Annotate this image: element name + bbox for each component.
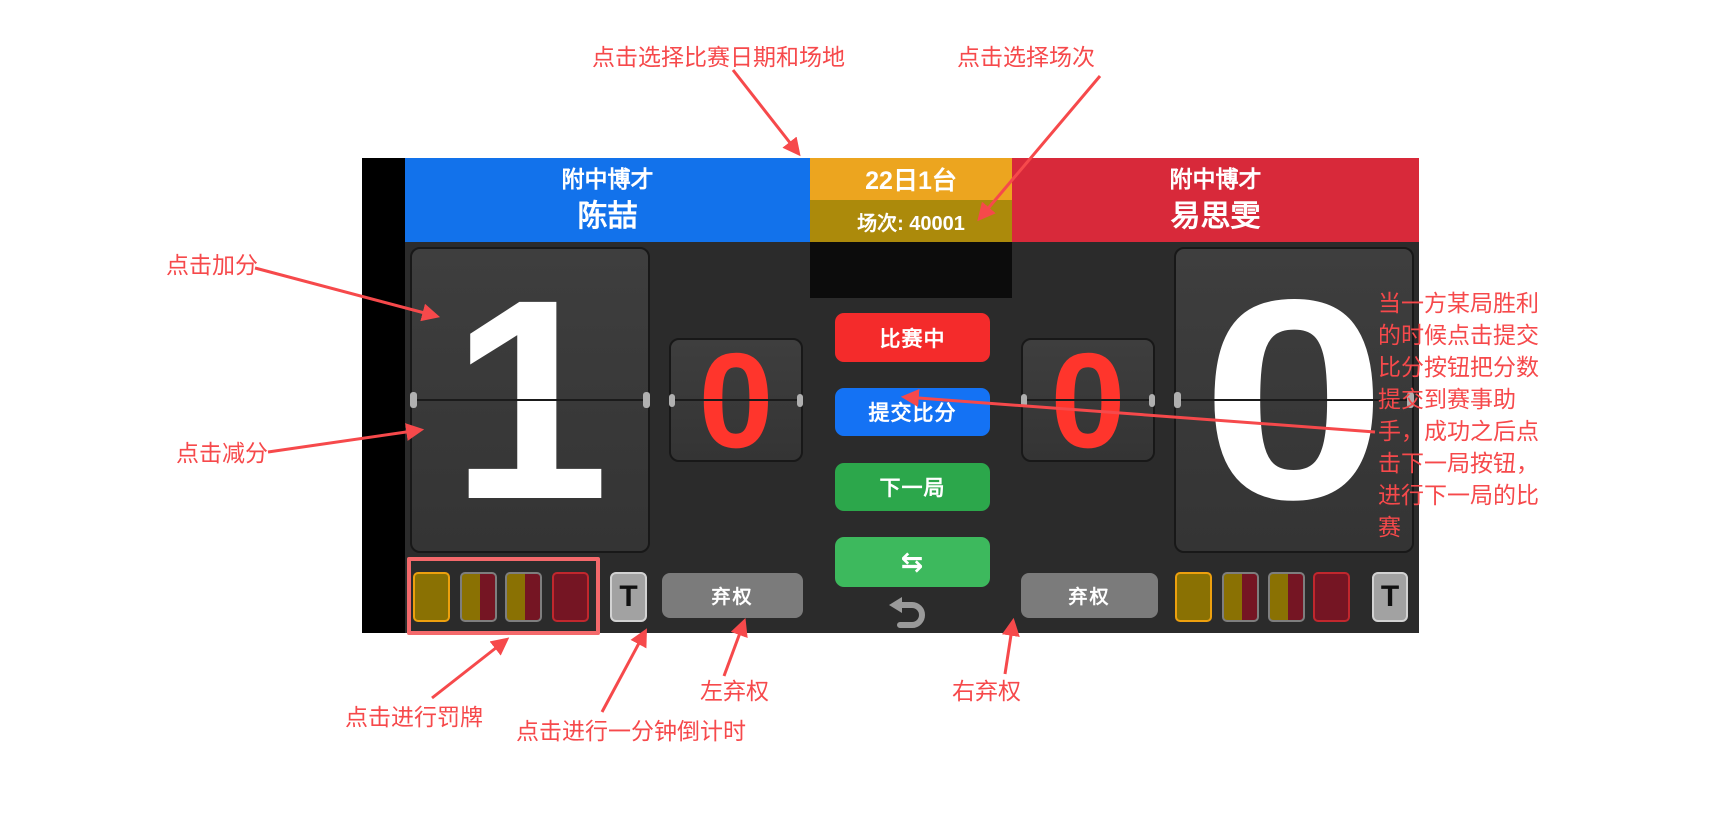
session-label: 场次: 40001 bbox=[857, 212, 965, 235]
flip-knob bbox=[797, 394, 803, 407]
right-timeout-button[interactable]: T bbox=[1372, 572, 1408, 622]
swap-icon: ⇆ bbox=[900, 546, 925, 577]
flip-knob bbox=[410, 392, 417, 408]
flip-knob bbox=[643, 392, 650, 408]
left-player-name: 陈喆 bbox=[577, 200, 638, 233]
right-sub-score-panel[interactable]: 0 bbox=[1021, 325, 1155, 476]
left-team-name: 附中博才 bbox=[561, 166, 654, 192]
left-forfeit-button[interactable]: 弃权 bbox=[662, 573, 803, 618]
swap-sides-button[interactable]: ⇆ bbox=[835, 537, 990, 587]
annotation-select-session: 点击选择场次 bbox=[957, 44, 1095, 70]
left-main-score-panel[interactable]: 1 bbox=[410, 241, 650, 559]
right-yellow-card-button[interactable] bbox=[1175, 572, 1212, 622]
flip-divider bbox=[671, 399, 801, 401]
left-timeout-button[interactable]: T bbox=[610, 572, 647, 622]
right-team-name: 附中博才 bbox=[1169, 166, 1262, 192]
flip-knob bbox=[1021, 394, 1027, 407]
right-forfeit-button[interactable]: 弃权 bbox=[1021, 573, 1158, 618]
left-black-column bbox=[362, 158, 405, 633]
flip-knob bbox=[669, 394, 675, 407]
annotation-add-point: 点击加分 bbox=[166, 252, 258, 278]
annotation-minus-point: 点击减分 bbox=[176, 440, 268, 466]
right-yellow-red-card-button-2[interactable] bbox=[1268, 572, 1305, 622]
annotation-select-date-venue: 点击选择比赛日期和场地 bbox=[592, 44, 845, 70]
right-red-card-button[interactable] bbox=[1313, 572, 1350, 622]
next-game-button[interactable]: 下一局 bbox=[835, 463, 990, 511]
right-player-header: 附中博才 易思雯 bbox=[1012, 158, 1419, 242]
flip-divider bbox=[1023, 399, 1153, 401]
right-player-name: 易思雯 bbox=[1170, 200, 1261, 233]
right-yellow-red-card-button[interactable] bbox=[1222, 572, 1259, 622]
date-table-label: 22日1台 bbox=[865, 167, 957, 195]
annotation-penalty-card: 点击进行罚牌 bbox=[345, 704, 483, 730]
scoreboard-panel: 附中博才 陈喆 22日1台 场次: 40001 附中博才 易思雯 1 0 0 0 bbox=[362, 158, 1419, 633]
left-yellow-card-button[interactable] bbox=[413, 572, 450, 622]
left-player-header: 附中博才 陈喆 bbox=[405, 158, 810, 242]
annotation-submit-score-note: 当一方某局胜利的时候点击提交比分按钮把分数提交到赛事助手，成功之后点击下一局按钮… bbox=[1378, 290, 1539, 540]
center-black-box bbox=[810, 242, 1012, 298]
flip-knob bbox=[1407, 392, 1414, 408]
annotation-right-forfeit: 右弃权 bbox=[952, 678, 1021, 704]
left-yellow-red-card-button[interactable] bbox=[460, 572, 497, 622]
annotation-one-minute-countdown: 点击进行一分钟倒计时 bbox=[516, 718, 746, 744]
date-table-selector[interactable]: 22日1台 bbox=[810, 158, 1012, 200]
flip-divider bbox=[412, 399, 648, 401]
left-sub-score-panel[interactable]: 0 bbox=[669, 325, 803, 476]
session-selector[interactable]: 场次: 40001 bbox=[810, 200, 1012, 242]
annotation-left-forfeit: 左弃权 bbox=[700, 678, 769, 704]
flip-knob bbox=[1174, 392, 1181, 408]
submit-score-button[interactable]: 提交比分 bbox=[835, 388, 990, 436]
flip-divider bbox=[1176, 399, 1412, 401]
penalty-cards-highlight-box bbox=[407, 557, 600, 635]
left-yellow-red-card-button-2[interactable] bbox=[505, 572, 542, 622]
left-red-card-button[interactable] bbox=[552, 572, 589, 622]
match-status-button[interactable]: 比赛中 bbox=[835, 313, 990, 362]
flip-knob bbox=[1149, 394, 1155, 407]
undo-icon[interactable] bbox=[889, 597, 929, 629]
